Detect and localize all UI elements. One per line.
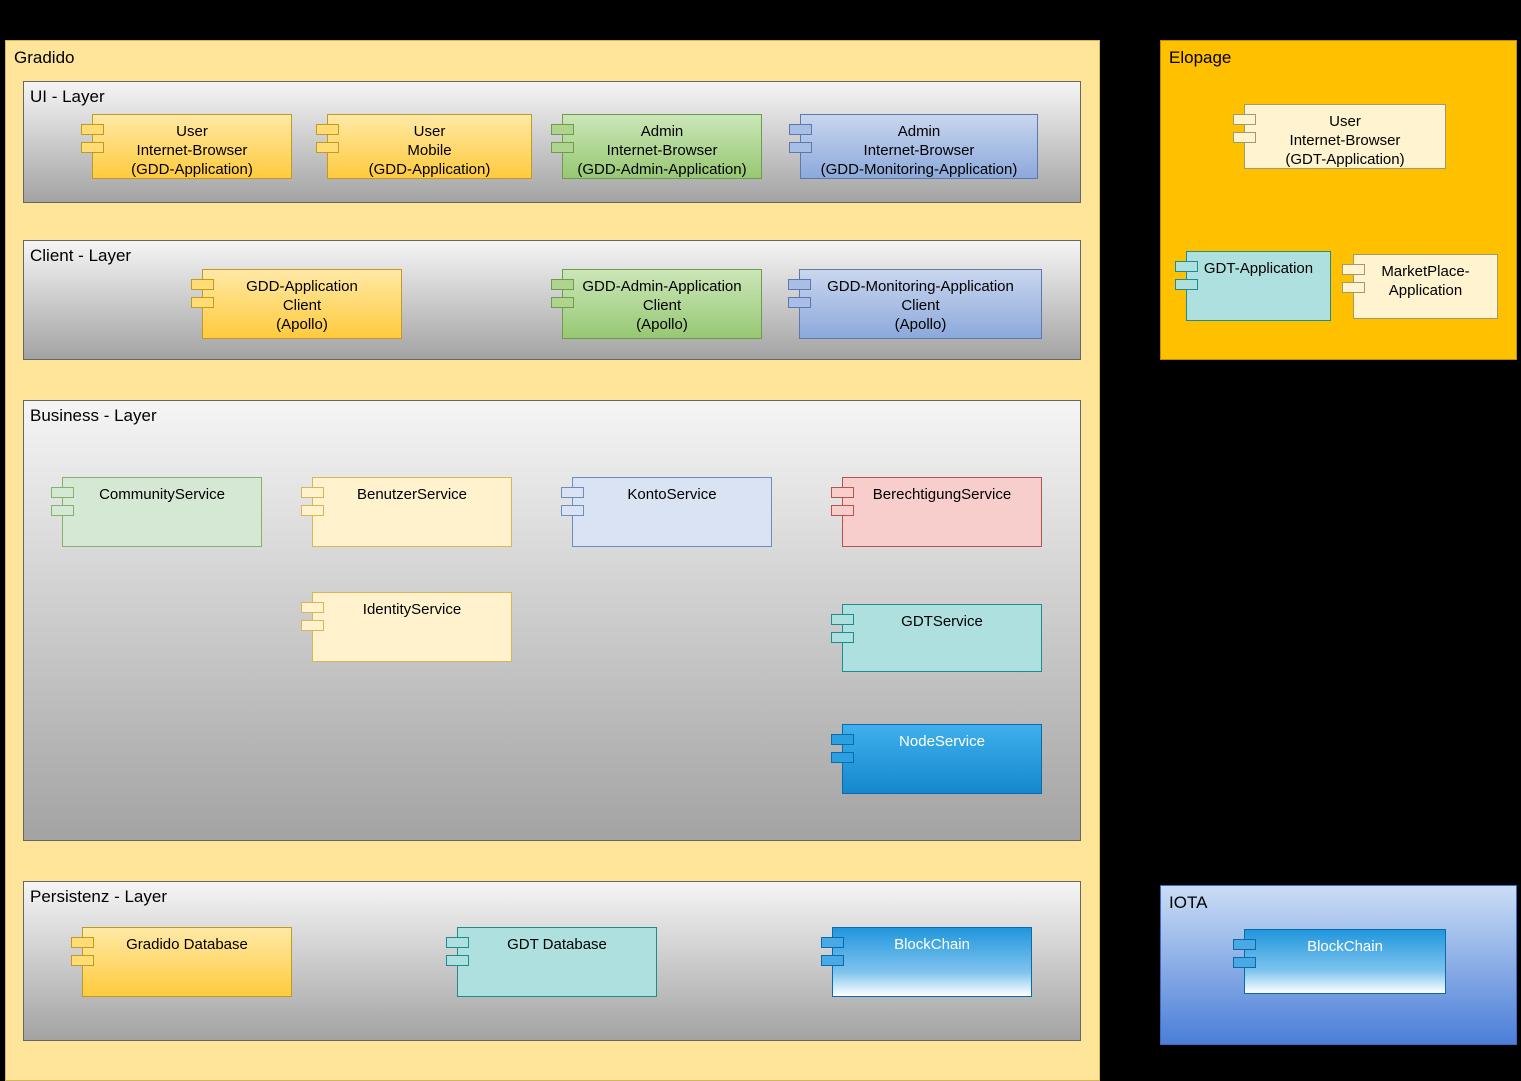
component-tab-icon xyxy=(821,955,844,966)
ui-layer: UI - Layer User Internet-Browser (GDD-Ap… xyxy=(23,81,1081,203)
iota-container: IOTA BlockChain xyxy=(1160,885,1517,1045)
component-marketplace-application: MarketPlace- Application xyxy=(1342,254,1498,319)
component-tab-icon xyxy=(446,937,469,948)
component-tab-icon xyxy=(561,487,584,498)
component-tab-icon xyxy=(1233,114,1256,125)
component-tab-icon xyxy=(446,955,469,966)
elopage-title: Elopage xyxy=(1169,48,1232,67)
component-admin-internet-browser-monitoring: Admin Internet-Browser (GDD-Monitoring-A… xyxy=(789,114,1038,179)
component-tab-icon xyxy=(191,297,214,308)
component-tab-icon xyxy=(831,487,854,498)
component-tab-icon xyxy=(831,734,854,745)
business-layer: Business - Layer CommunityService Benutz… xyxy=(23,400,1081,841)
component-label: User Mobile (GDD-Application) xyxy=(368,123,491,178)
component-tab-icon xyxy=(191,279,214,290)
component-tab-icon xyxy=(51,505,74,516)
component-label: BlockChain xyxy=(894,936,970,953)
component-label: User Internet-Browser (GDD-Application) xyxy=(131,123,253,178)
component-label: GDTService xyxy=(901,613,983,630)
component-tab-icon xyxy=(1233,939,1256,950)
component-tab-icon xyxy=(1342,282,1365,293)
component-label: Admin Internet-Browser (GDD-Monitoring-A… xyxy=(820,123,1018,178)
component-gdt-database: GDT Database xyxy=(446,927,657,997)
component-tab-icon xyxy=(561,505,584,516)
client-layer: Client - Layer GDD-Application Client (A… xyxy=(23,240,1081,360)
component-gdt-service: GDTService xyxy=(831,604,1042,672)
component-label: BlockChain xyxy=(1307,938,1383,955)
component-node-service: NodeService xyxy=(831,724,1042,794)
component-gdd-admin-application-client: GDD-Admin-Application Client (Apollo) xyxy=(551,269,762,339)
component-tab-icon xyxy=(551,297,574,308)
component-identity-service: IdentityService xyxy=(301,592,512,662)
component-tab-icon xyxy=(551,124,574,135)
component-tab-icon xyxy=(1233,132,1256,143)
component-tab-icon xyxy=(831,632,854,643)
component-tab-icon xyxy=(1342,264,1365,275)
component-label: Admin Internet-Browser (GDD-Admin-Applic… xyxy=(577,123,747,178)
component-tab-icon xyxy=(551,142,574,153)
component-berechtigung-service: BerechtigungService xyxy=(831,477,1042,547)
component-community-service: CommunityService xyxy=(51,477,262,547)
ui-layer-title: UI - Layer xyxy=(30,87,105,106)
component-label: CommunityService xyxy=(99,486,225,503)
component-label: BenutzerService xyxy=(356,486,468,503)
component-label: KontoService xyxy=(627,486,717,503)
component-gdd-application-client: GDD-Application Client (Apollo) xyxy=(191,269,402,339)
component-label: NodeService xyxy=(899,733,985,750)
component-tab-icon xyxy=(51,487,74,498)
component-tab-icon xyxy=(789,142,812,153)
component-benutzer-service: BenutzerService xyxy=(301,477,512,547)
elopage-container: Elopage User Internet-Browser (GDT-Appli… xyxy=(1160,40,1517,360)
component-gradido-database: Gradido Database xyxy=(71,927,292,997)
component-label: BerechtigungService xyxy=(872,486,1012,503)
component-tab-icon xyxy=(316,124,339,135)
component-label: GDD-Monitoring-Application Client (Apoll… xyxy=(827,278,1014,333)
component-tab-icon xyxy=(788,279,811,290)
component-label: GDD-Application Client (Apollo) xyxy=(246,278,358,333)
component-tab-icon xyxy=(821,937,844,948)
iota-title: IOTA xyxy=(1169,893,1208,912)
persistenz-layer-title: Persistenz - Layer xyxy=(30,887,167,906)
component-tab-icon xyxy=(831,614,854,625)
component-label: IdentityService xyxy=(362,601,462,618)
component-label: User Internet-Browser (GDT-Application) xyxy=(1285,113,1405,168)
component-tab-icon xyxy=(81,124,104,135)
component-tab-icon xyxy=(81,142,104,153)
component-tab-icon xyxy=(789,124,812,135)
business-layer-title: Business - Layer xyxy=(30,406,157,425)
component-tab-icon xyxy=(71,937,94,948)
component-label: GDT Database xyxy=(507,936,607,953)
gradido-title: Gradido xyxy=(14,48,75,67)
component-tab-icon xyxy=(71,955,94,966)
persistenz-layer: Persistenz - Layer Gradido Database GDT … xyxy=(23,881,1081,1041)
component-blockchain-persistenz: BlockChain xyxy=(821,927,1032,997)
component-label: GDD-Admin-Application Client (Apollo) xyxy=(582,278,742,333)
component-label: GDT-Application xyxy=(1203,260,1314,277)
component-user-mobile-gdd: User Mobile (GDD-Application) xyxy=(316,114,532,179)
component-konto-service: KontoService xyxy=(561,477,772,547)
component-tab-icon xyxy=(788,297,811,308)
component-tab-icon xyxy=(831,505,854,516)
component-gdt-application: GDT-Application xyxy=(1175,251,1331,321)
component-tab-icon xyxy=(1175,279,1198,290)
component-tab-icon xyxy=(316,142,339,153)
component-label: MarketPlace- Application xyxy=(1381,263,1470,299)
component-tab-icon xyxy=(301,487,324,498)
component-label: Gradido Database xyxy=(126,936,248,953)
component-tab-icon xyxy=(301,602,324,613)
component-user-internet-browser-gdt: User Internet-Browser (GDT-Application) xyxy=(1233,104,1446,169)
component-blockchain-iota: BlockChain xyxy=(1233,929,1446,994)
client-layer-title: Client - Layer xyxy=(30,246,132,265)
component-tab-icon xyxy=(301,505,324,516)
component-tab-icon xyxy=(1233,957,1256,968)
gradido-container: Gradido UI - Layer User Internet-Browser… xyxy=(5,40,1100,1081)
component-tab-icon xyxy=(551,279,574,290)
component-user-internet-browser-gdd: User Internet-Browser (GDD-Application) xyxy=(81,114,292,179)
component-admin-internet-browser-admin: Admin Internet-Browser (GDD-Admin-Applic… xyxy=(551,114,762,179)
component-tab-icon xyxy=(301,620,324,631)
component-gdd-monitoring-application-client: GDD-Monitoring-Application Client (Apoll… xyxy=(788,269,1042,339)
component-tab-icon xyxy=(1175,261,1198,272)
component-tab-icon xyxy=(831,752,854,763)
